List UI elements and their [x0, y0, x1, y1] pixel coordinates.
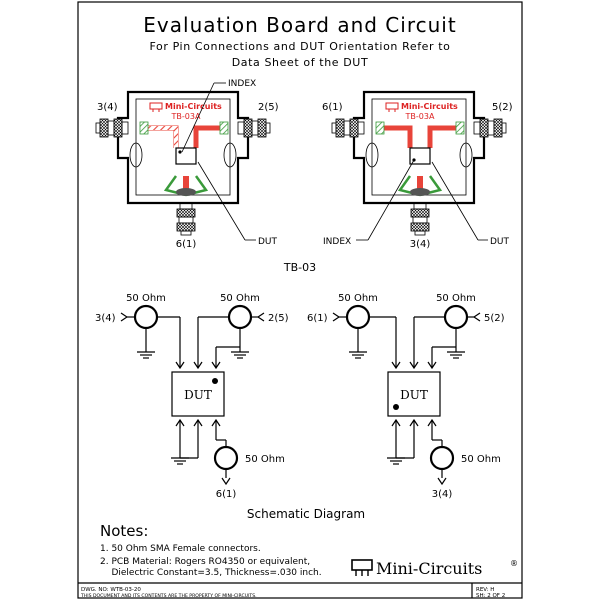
right-schematic-port-bottom: 3(4) — [432, 489, 453, 500]
footer-rev: REV: H — [476, 587, 494, 593]
left-schematic-port-right: 2(5) — [268, 313, 289, 324]
left-board-port-left: 3(4) — [97, 102, 118, 113]
note-2: 2. PCB Material: Rogers RO4350 or equiva… — [100, 557, 310, 567]
right-schematic-ohm-right: 50 Ohm — [436, 293, 476, 304]
logo-text: Mini-Circuits — [376, 559, 482, 578]
left-schematic-ohm-left: 50 Ohm — [126, 293, 166, 304]
left-board-port-right: 2(5) — [258, 102, 279, 113]
footer-property: THIS DOCUMENT AND ITS CONTENTS ARE THE P… — [80, 593, 257, 599]
left-board-port-bottom: 6(1) — [176, 239, 197, 250]
right-board-brand: Mini-Circuits — [401, 102, 458, 111]
left-board-index-label: INDEX — [228, 79, 256, 89]
left-schematic-port-left: 3(4) — [95, 313, 116, 324]
subtitle-line-2: Data Sheet of the DUT — [232, 56, 369, 69]
right-schematic: DUT 50 Ohm 50 Ohm 50 Ohm 6(1) 5(2) 3(4) — [307, 293, 505, 500]
right-schematic-dut: DUT — [400, 388, 428, 402]
left-schematic-ohm-bottom: 50 Ohm — [245, 454, 285, 465]
left-schematic-port-bottom: 6(1) — [216, 489, 237, 500]
note-1: 1. 50 Ohm SMA Female connectors. — [100, 544, 261, 554]
right-eval-board: Mini-Circuits TB-03A 6(1) 5(2) 3(4) INDE… — [322, 90, 513, 250]
page-title: Evaluation Board and Circuit — [143, 13, 456, 37]
footer-dwg-no: DWG. NO: WTB-03-20 — [81, 587, 141, 593]
svg-text:®: ® — [510, 559, 518, 568]
left-board-brand: Mini-Circuits — [165, 102, 222, 111]
left-eval-board: Mini-Circuits TB-03A 3(4) 2(5) 6(1) INDE… — [95, 79, 279, 250]
right-schematic-port-right: 5(2) — [484, 313, 505, 324]
right-schematic-dut-box — [387, 371, 441, 417]
left-schematic-dut-box — [171, 371, 225, 417]
notes-heading: Notes: — [100, 522, 148, 540]
right-schematic-ohm-bottom: 50 Ohm — [461, 454, 501, 465]
right-board-port-right: 5(2) — [492, 102, 513, 113]
left-board-dut-package — [175, 147, 197, 165]
left-schematic-dut: DUT — [184, 388, 212, 402]
schematic-caption: Schematic Diagram — [247, 507, 365, 521]
right-board-part: TB-03A — [405, 112, 435, 121]
right-board-dut-label: DUT — [490, 237, 510, 247]
left-schematic-ohm-right: 50 Ohm — [220, 293, 260, 304]
left-board-dut-label: DUT — [258, 237, 278, 247]
sheet-border — [77, 1, 523, 599]
board-label: TB-03 — [283, 261, 316, 274]
right-board-port-left: 6(1) — [322, 102, 343, 113]
subtitle-line-1: For Pin Connections and DUT Orientation … — [149, 40, 450, 53]
left-schematic: DUT 50 Ohm 50 Ohm 50 Ohm 3(4) 2(5) 6(1) — [95, 293, 289, 500]
right-schematic-port-left: 6(1) — [307, 313, 328, 324]
footer-sheet: SH: 2 OF 2 — [476, 593, 505, 599]
mini-circuits-logo: Mini-Circuits ® — [351, 559, 518, 578]
left-board-part: TB-03A — [171, 112, 201, 121]
right-board-port-bottom: 3(4) — [410, 239, 431, 250]
note-2-continued: Dielectric Constant=3.5, Thickness=.030 … — [100, 568, 322, 578]
right-schematic-ohm-left: 50 Ohm — [338, 293, 378, 304]
right-board-index-label: INDEX — [323, 237, 351, 247]
